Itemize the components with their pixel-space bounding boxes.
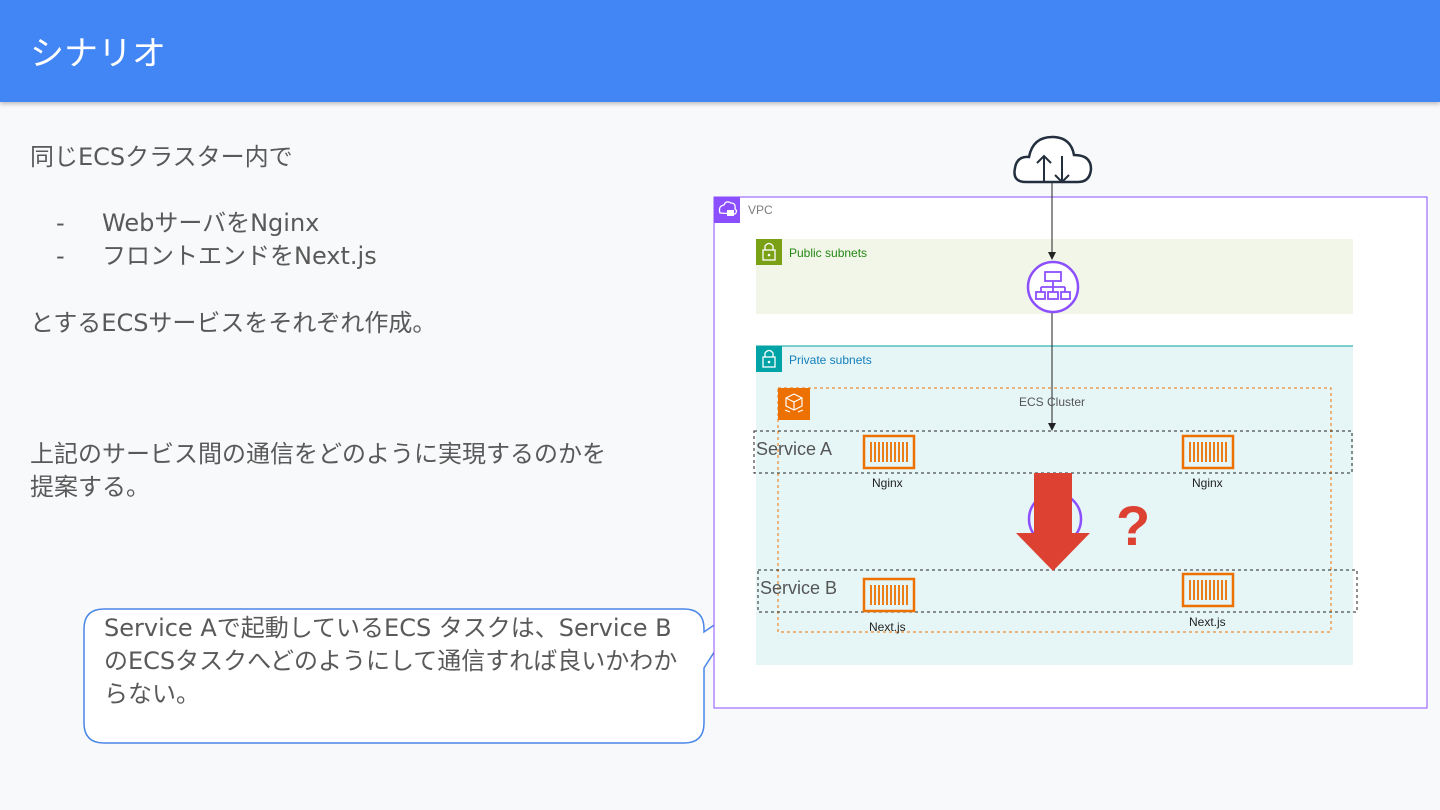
ecs-cluster-box (777, 387, 1332, 633)
bullet-dash: - (56, 242, 65, 270)
container-icon (1181, 434, 1235, 470)
vpc-icon (714, 197, 740, 223)
header-bar (0, 0, 1440, 102)
task-label-a-right: Nginx (1192, 476, 1223, 490)
internet-cloud-icon (1013, 135, 1093, 184)
ecs-cluster-label: ECS Cluster (1019, 395, 1086, 409)
public-subnet-label: Public subnets (789, 246, 868, 260)
service-a-label: Service A (756, 439, 833, 459)
bullet-dash: - (56, 209, 65, 237)
callout-text: Service Aで起動しているECS タスクは、Service BのECSタス… (104, 614, 678, 708)
task-label-b-left: Next.js (869, 620, 906, 634)
slide-title: シナリオ (30, 34, 166, 74)
lock-icon (756, 346, 782, 372)
private-subnet-label: Private subnets (789, 353, 872, 367)
bullet-nginx: WebサーバをNginx (102, 209, 320, 237)
proposal-line-2: 提案する。 (30, 473, 150, 501)
ecs-cluster-icon (778, 388, 810, 420)
container-icon (862, 434, 916, 470)
lock-icon (756, 239, 782, 265)
proposal-line-1: 上記のサービス間の通信をどのように実現するのかを (30, 440, 606, 468)
container-icon (1181, 572, 1235, 608)
task-label-a-left: Nginx (872, 476, 903, 490)
question-mark: ? (1116, 494, 1151, 557)
service-b-box (757, 569, 1358, 613)
task-label-b-right: Next.js (1189, 615, 1226, 629)
intro-text: 同じECSクラスター内で (30, 143, 293, 171)
callout-bubble (83, 603, 746, 744)
service-b-label: Service B (760, 578, 838, 598)
statement-text: とするECSサービスをそれぞれ作成。 (30, 309, 437, 337)
container-icon (862, 577, 916, 613)
bullet-nextjs: フロントエンドをNext.js (102, 242, 377, 270)
red-down-arrow (1016, 473, 1090, 571)
load-balancer-icon (1026, 260, 1080, 314)
vpc-label: VPC (748, 203, 773, 217)
